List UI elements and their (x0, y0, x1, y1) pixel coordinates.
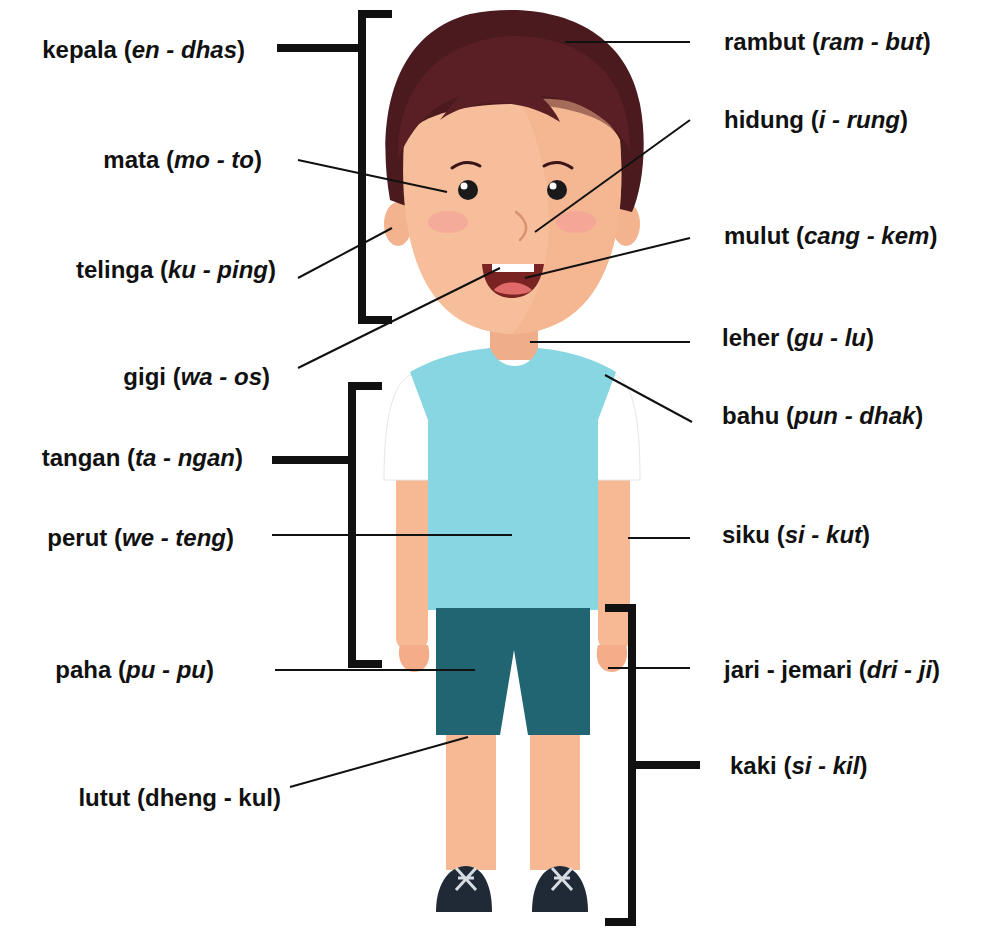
right-arm (598, 470, 630, 650)
tongue (494, 283, 532, 295)
leader-line (525, 238, 690, 278)
leg-bracket (605, 608, 700, 922)
part-label: tangan (ta - ngan) (42, 444, 243, 473)
leader-line (605, 375, 692, 422)
part-label: siku (si - kut) (722, 521, 870, 550)
part-label: kaki (si - kil) (730, 752, 867, 781)
part-label: perut (we - teng) (47, 524, 234, 553)
eye-highlight (461, 183, 468, 190)
cheek (428, 211, 468, 233)
leader-line (298, 228, 392, 278)
leader-line (275, 669, 475, 671)
shoe-lace (456, 868, 476, 890)
left-hand (399, 645, 429, 672)
part-label: kepala (en - dhas) (42, 36, 245, 65)
leader-line (628, 537, 690, 539)
part-label: telinga (ku - ping) (76, 256, 276, 285)
eye-highlight (550, 183, 557, 190)
part-label: rambut (ram - but) (724, 28, 931, 57)
leader-line (298, 160, 447, 192)
right-leg (530, 725, 580, 870)
shoe-lace (552, 868, 572, 890)
cheek (556, 211, 596, 233)
face-shade (512, 99, 621, 334)
hair-fringe (398, 36, 630, 160)
left-shoe (436, 866, 492, 912)
left-leg (446, 725, 496, 870)
leader-line (535, 120, 690, 232)
leader-line (565, 41, 690, 43)
mouth (482, 264, 544, 298)
nose (516, 212, 526, 240)
part-label: mata (mo - to) (103, 146, 262, 175)
right-shoe (532, 866, 588, 912)
part-label: mulut (cang - kem) (724, 222, 937, 251)
part-label: jari - jemari (dri - ji) (724, 656, 940, 685)
eyebrow (544, 162, 572, 168)
part-label: bahu (pun - dhak) (722, 402, 923, 431)
left-arm (396, 470, 428, 650)
eye (547, 180, 567, 200)
leader-line (530, 341, 690, 343)
part-label: lutut (dheng - kul) (78, 784, 281, 813)
part-label: leher (gu - lu) (722, 324, 874, 353)
leader-line (272, 534, 512, 536)
part-label: paha (pu - pu) (55, 656, 214, 685)
leader-line (608, 667, 690, 669)
shirt (410, 348, 616, 610)
part-label: gigi (wa - os) (123, 363, 270, 392)
arm-bracket (272, 386, 382, 664)
eye (458, 180, 478, 200)
leader-line (290, 737, 468, 787)
leader-lines (272, 42, 692, 787)
leader-line (298, 268, 500, 368)
part-label: hidung (i - rung) (724, 106, 908, 135)
eyebrow (452, 162, 480, 168)
shorts (436, 608, 590, 735)
